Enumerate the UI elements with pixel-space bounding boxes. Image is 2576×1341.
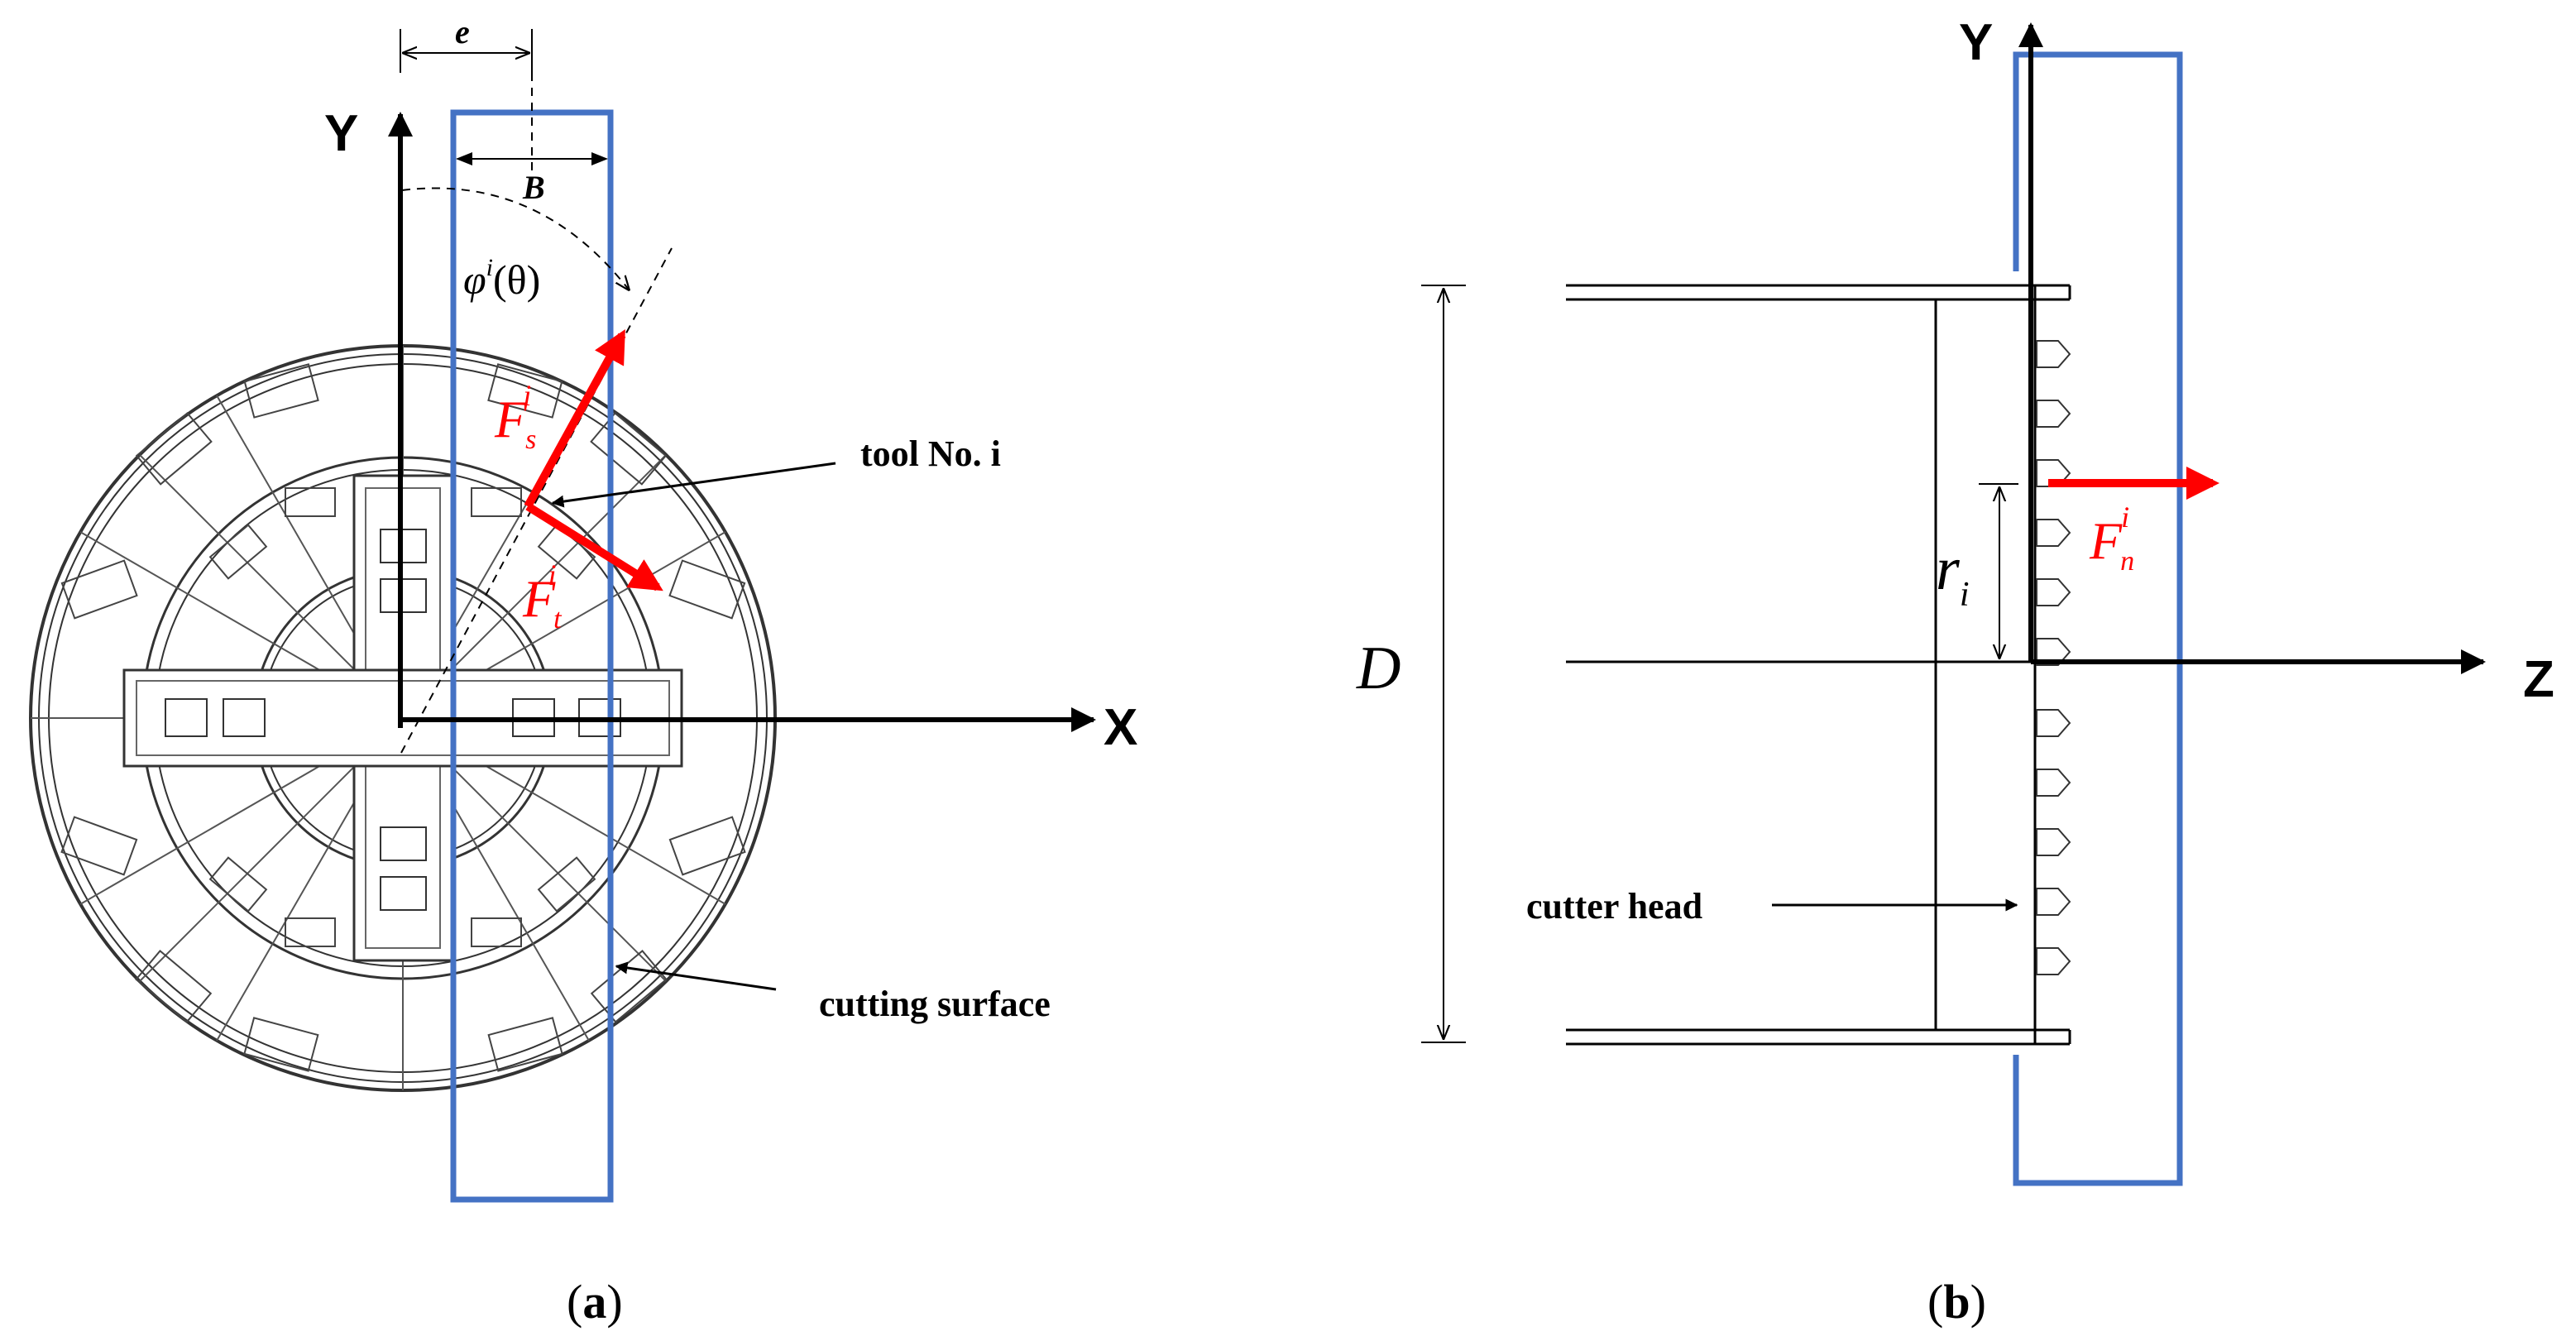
angle-label: φi(θ) [463, 254, 540, 303]
tool-label: tool No. i [860, 433, 1001, 474]
cutter-teeth [2036, 340, 2071, 975]
caption-b: (b) [1927, 1275, 1986, 1329]
z-axis-label: Z [2523, 651, 2554, 708]
y-axis-label-a: Y [324, 105, 358, 162]
dimension-e-label: e [455, 13, 470, 50]
force-t-label: Fti [522, 558, 563, 635]
surface-leader [615, 961, 777, 991]
tool-leader [551, 462, 836, 508]
dimension-e [400, 29, 533, 73]
dimension-d-label: D [1356, 635, 1401, 702]
cutting-band-b [2013, 51, 2183, 1186]
dimension-ri [1979, 483, 2018, 658]
panel-a: Y X e B φi(θ) Fsi Fti tool No. i cutting… [29, 13, 1137, 1329]
panel-b: Y Z D ri Fni cutter head (b) [1356, 14, 2554, 1329]
force-s-arrow [524, 328, 626, 509]
y-axis-label-b: Y [1959, 14, 1993, 71]
surface-label: cutting surface [819, 984, 1051, 1024]
radius-label: ri [1936, 535, 1969, 614]
force-t-arrow [525, 502, 663, 591]
force-n-label: Fni [2089, 500, 2134, 577]
cutter-head-label: cutter head [1526, 886, 1702, 927]
dimension-d [1421, 285, 1466, 1043]
caption-a: (a) [567, 1275, 623, 1329]
x-axis-label-a: X [1104, 699, 1137, 756]
dimension-b-label: B [522, 169, 545, 206]
shield-side-view [1566, 284, 2071, 1046]
angle-arc [401, 187, 629, 290]
angle-ray [400, 247, 673, 754]
force-s-label: Fsi [494, 379, 536, 455]
